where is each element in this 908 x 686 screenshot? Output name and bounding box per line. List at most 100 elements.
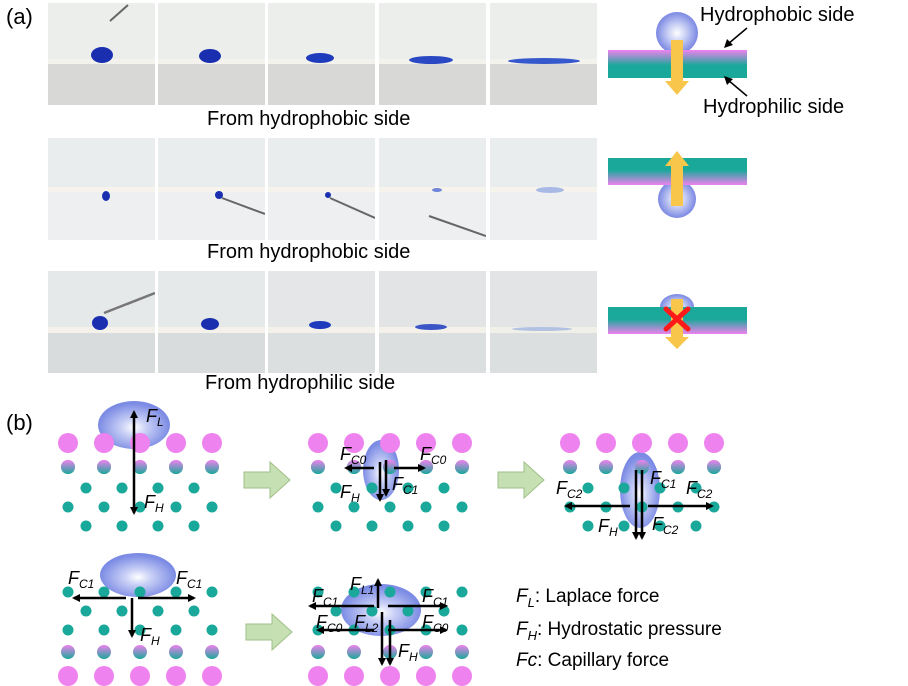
- lattice-bead: [452, 666, 472, 686]
- lattice-bead: [380, 433, 400, 453]
- photo: [48, 3, 155, 105]
- lattice-bead: [188, 605, 200, 617]
- force-label: FC2: [556, 478, 583, 501]
- lattice-bead: [704, 433, 724, 453]
- lattice-bead: [344, 666, 364, 686]
- transition-arrow: [243, 460, 291, 500]
- lattice-bead: [188, 520, 200, 532]
- lattice-bead: [330, 520, 342, 532]
- lattice-bead: [416, 433, 436, 453]
- lattice-bead: [348, 501, 360, 513]
- membrane-schematic-row-3: [608, 294, 747, 349]
- lattice-bead: [311, 645, 325, 659]
- lattice-bead: [134, 624, 146, 636]
- force-label: FH: [598, 516, 618, 539]
- lattice-bead: [416, 666, 436, 686]
- lattice-bead: [654, 482, 666, 494]
- lattice-bead: [455, 460, 469, 474]
- photo: [268, 138, 375, 240]
- lattice-bead: [61, 645, 75, 659]
- lattice-bead: [98, 501, 110, 513]
- lattice-bead: [62, 586, 74, 598]
- lattice-bead: [402, 520, 414, 532]
- lattice-bead: [94, 433, 114, 453]
- lattice-bead: [380, 666, 400, 686]
- photo: [268, 3, 375, 105]
- lattice-bead: [206, 586, 218, 598]
- lattice-bead: [582, 482, 594, 494]
- lattice-bead: [205, 460, 219, 474]
- hydrophobic-side-label: Hydrophobic side: [700, 4, 855, 26]
- transition-arrow: [245, 612, 293, 652]
- membrane-schematic-row-1: [608, 12, 747, 95]
- lattice-bead: [62, 501, 74, 513]
- droplet: [100, 553, 176, 597]
- force-label: FC1: [392, 474, 418, 497]
- lattice-bead: [152, 605, 164, 617]
- photo: [379, 138, 486, 240]
- lattice-bead: [205, 645, 219, 659]
- lattice-bead: [618, 520, 630, 532]
- force-label: FC1: [422, 586, 448, 609]
- lattice-bead: [116, 520, 128, 532]
- force-label: FC2: [686, 478, 713, 501]
- lattice-bead: [668, 433, 688, 453]
- lattice-bead: [438, 482, 450, 494]
- lattice-bead: [456, 624, 468, 636]
- lattice-bead: [455, 645, 469, 659]
- lattice-bead: [596, 433, 616, 453]
- lattice-bead: [116, 482, 128, 494]
- lattice-bead: [58, 666, 78, 686]
- lattice-bead: [98, 624, 110, 636]
- pointer-arrow: [724, 27, 748, 48]
- lattice-bead: [311, 460, 325, 474]
- lattice-bead: [420, 501, 432, 513]
- lattice-bead: [366, 605, 378, 617]
- lattice-bead: [152, 482, 164, 494]
- lattice-bead: [133, 460, 147, 474]
- lattice-bead: [366, 482, 378, 494]
- photo: [490, 3, 597, 105]
- lattice-bead: [690, 482, 702, 494]
- lattice-bead: [419, 645, 433, 659]
- lattice-bead: [80, 482, 92, 494]
- force-label: FC1: [176, 568, 202, 591]
- legend-symbol: F: [516, 619, 528, 640]
- lattice-bead: [344, 433, 364, 453]
- membrane-schematic-row-2: [608, 151, 747, 218]
- photo: [158, 3, 265, 105]
- lattice-bead: [618, 482, 630, 494]
- legend-subscript: L: [527, 594, 535, 610]
- row-2-caption: From hydrophobic side: [207, 241, 411, 263]
- force-label: FH: [398, 641, 418, 664]
- lattice-bead: [348, 586, 360, 598]
- lattice-bead: [402, 482, 414, 494]
- legend-subscript: H: [527, 627, 537, 643]
- lattice-bead: [98, 586, 110, 598]
- force-label: FL1: [350, 574, 374, 597]
- photo: [48, 138, 155, 240]
- force-label: FC1: [312, 586, 338, 609]
- lattice-bead: [456, 501, 468, 513]
- force-label: FC1: [650, 468, 676, 491]
- lattice-bead: [202, 433, 222, 453]
- lattice-bead: [169, 645, 183, 659]
- lattice-bead: [347, 645, 361, 659]
- lattice-bead: [206, 624, 218, 636]
- legend-laplace: FL: Laplace force: [516, 586, 659, 610]
- lattice-bead: [312, 501, 324, 513]
- lattice-bead: [402, 605, 414, 617]
- legend-text: : Hydrostatic pressure: [537, 619, 722, 640]
- force-label: FH: [144, 492, 164, 515]
- lattice-bead: [97, 460, 111, 474]
- lattice-bead: [563, 460, 577, 474]
- lattice-bead: [166, 666, 186, 686]
- lattice-bead: [308, 666, 328, 686]
- lattice-bead: [456, 586, 468, 598]
- row-1-caption: From hydrophobic side: [207, 108, 411, 130]
- photo: [48, 271, 155, 373]
- photo: [158, 271, 265, 373]
- lattice-bead: [97, 645, 111, 659]
- panel-b-label: (b): [6, 410, 33, 435]
